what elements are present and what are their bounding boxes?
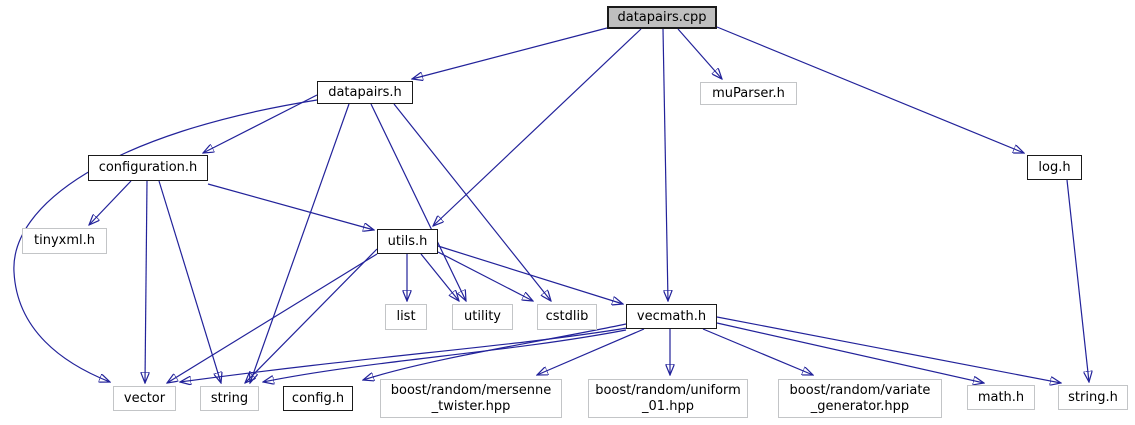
edge-datapairs_cpp-log_h [716, 26, 1024, 153]
node-boost-random-variate-generator-hpp: boost/random/variate _generator.hpp [778, 379, 942, 418]
node-boost-random-uniform-01-hpp: boost/random/uniform _01.hpp [588, 379, 748, 418]
node-string: string [200, 386, 259, 411]
node-muparser-h: muParser.h [700, 82, 797, 105]
node-utils-h[interactable]: utils.h [377, 229, 438, 254]
node-log-h[interactable]: log.h [1027, 155, 1082, 180]
edge-vecmath_h-mersenne [537, 328, 645, 375]
edge-utils_h-utility [420, 253, 459, 301]
edge-utils_h-string [245, 248, 378, 383]
edge-configuration_h-string [158, 180, 221, 383]
edge-vecmath_h-math_h [716, 322, 984, 383]
edge-vecmath_h-string [263, 329, 627, 382]
edge-utils_h-vecmath_h [437, 245, 623, 304]
edge-datapairs_cpp-datapairs_h [412, 27, 608, 79]
node-math-h: math.h [967, 385, 1035, 410]
edge-datapairs_cpp-vecmath_h [662, 28, 668, 301]
node-boost-random-mersenne-twister-hpp: boost/random/mersenne _twister.hpp [380, 379, 562, 418]
edge-datapairs_h-utility [370, 103, 466, 301]
edge-vecmath_h-vector [180, 327, 628, 382]
node-string-h: string.h [1058, 385, 1128, 410]
node-cstdlib: cstdlib [537, 304, 597, 330]
node-config-h[interactable]: config.h [283, 386, 353, 411]
node-tinyxml-h: tinyxml.h [22, 228, 107, 254]
edge-datapairs_h-configuration_h [203, 94, 318, 153]
node-utility: utility [452, 304, 513, 330]
edge-vecmath_h-variate [702, 328, 813, 375]
edge-utils_h-cstdlib [437, 251, 533, 301]
node-datapairs-cpp: datapairs.cpp [607, 6, 717, 29]
edge-vecmath_h-string_h [716, 316, 1061, 383]
edge-configuration_h-tinyxml_h [89, 180, 132, 225]
node-vecmath-h[interactable]: vecmath.h [626, 304, 717, 329]
node-configuration-h[interactable]: configuration.h [88, 155, 208, 181]
edge-datapairs_cpp-muparser_h [677, 28, 722, 79]
edge-log_h-string_h [1066, 179, 1089, 382]
edge-datapairs_h-string [250, 103, 350, 383]
node-vector: vector [113, 386, 176, 411]
node-list: list [385, 304, 427, 330]
edge-configuration_h-vector [145, 180, 147, 383]
node-datapairs-h[interactable]: datapairs.h [317, 81, 413, 104]
edge-vecmath_h-config_h [363, 323, 627, 380]
edge-datapairs_h-vector [13, 99, 318, 382]
edge-datapairs_cpp-utils_h [433, 28, 642, 226]
edge-configuration_h-utils_h [207, 183, 374, 230]
edge-utils_h-vector [167, 253, 378, 383]
edge-datapairs_h-cstdlib [393, 103, 551, 301]
